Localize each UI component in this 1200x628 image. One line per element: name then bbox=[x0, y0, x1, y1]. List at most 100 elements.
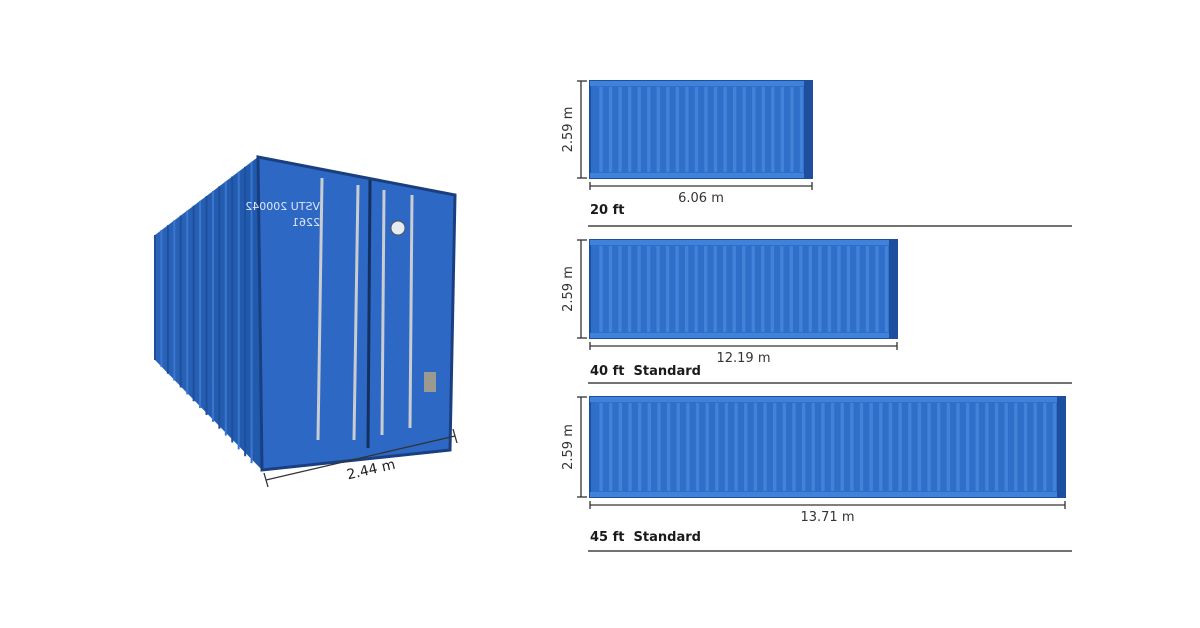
locking-bar bbox=[380, 189, 386, 436]
corrugation bbox=[732, 246, 736, 332]
corrugation bbox=[771, 87, 775, 172]
corrugation bbox=[753, 403, 758, 491]
corrugation bbox=[956, 403, 960, 491]
length-label: 13.71 m bbox=[800, 510, 854, 525]
door-emblem bbox=[390, 220, 406, 236]
corrugation bbox=[773, 403, 777, 491]
corrugation bbox=[761, 87, 765, 172]
corrugation bbox=[627, 87, 632, 172]
top-rail bbox=[590, 240, 897, 245]
container-body bbox=[589, 80, 813, 179]
corrugation bbox=[811, 403, 815, 491]
corrugation bbox=[608, 87, 613, 172]
corrugation bbox=[599, 87, 603, 172]
corrugation bbox=[898, 403, 902, 491]
corrugation bbox=[723, 87, 727, 172]
corrugation bbox=[869, 403, 873, 491]
corrugation bbox=[744, 403, 748, 491]
corrugation bbox=[694, 87, 699, 172]
corrugation bbox=[647, 403, 651, 491]
corrugation bbox=[799, 246, 803, 332]
container-body bbox=[589, 396, 1066, 498]
corrugation bbox=[856, 246, 860, 332]
corrugation bbox=[694, 246, 698, 332]
corrugation bbox=[684, 246, 689, 332]
corrugation bbox=[1023, 403, 1028, 491]
corrugation bbox=[675, 87, 680, 172]
corrugation bbox=[657, 403, 661, 491]
container-size-title: 45 ft Standard bbox=[590, 530, 701, 545]
locking-bar bbox=[316, 177, 324, 441]
bottom-rail bbox=[590, 333, 897, 338]
corrugation bbox=[985, 403, 989, 491]
corrugation bbox=[656, 246, 660, 332]
container-elevation: 2.59 m6.06 m20 ft bbox=[561, 80, 1072, 227]
corrugation bbox=[628, 403, 632, 491]
corrugation bbox=[751, 246, 755, 332]
corrugation bbox=[830, 403, 835, 491]
corrugation bbox=[780, 87, 785, 172]
door-marking: VSTU 200042 bbox=[245, 200, 320, 213]
top-rail bbox=[590, 81, 812, 86]
corrugation bbox=[846, 246, 851, 332]
corrugation bbox=[618, 87, 622, 172]
container-size-title: 20 ft bbox=[590, 203, 625, 218]
corrugation bbox=[666, 403, 671, 491]
corrugation bbox=[752, 87, 756, 172]
corrugation bbox=[946, 403, 951, 491]
corrugation bbox=[840, 403, 844, 491]
bottom-rail bbox=[590, 173, 812, 178]
corrugation bbox=[1004, 403, 1008, 491]
corrugation bbox=[656, 87, 660, 172]
corrugation bbox=[808, 246, 813, 332]
container-elevation: 2.59 m13.71 m45 ft Standard bbox=[561, 396, 1072, 552]
locking-bar bbox=[408, 194, 414, 429]
height-label: 2.59 m bbox=[561, 266, 576, 312]
corrugation bbox=[609, 403, 613, 491]
corrugation bbox=[627, 246, 632, 332]
corrugation bbox=[975, 403, 979, 491]
corrugation bbox=[637, 403, 642, 491]
end-frame bbox=[889, 240, 897, 338]
corrugation bbox=[792, 403, 796, 491]
corrugation bbox=[704, 87, 708, 172]
corrugation bbox=[647, 87, 651, 172]
corrugation bbox=[618, 403, 623, 491]
bottom-rail bbox=[590, 492, 1065, 497]
corrugation bbox=[705, 403, 709, 491]
container-size-title: 40 ft Standard bbox=[590, 364, 701, 379]
corrugation bbox=[801, 403, 806, 491]
corrugation bbox=[665, 246, 670, 332]
corrugation bbox=[818, 246, 822, 332]
corrugation bbox=[780, 246, 784, 332]
corrugation bbox=[789, 246, 793, 332]
corrugation bbox=[927, 403, 931, 491]
corrugation bbox=[850, 403, 854, 491]
corrugation bbox=[713, 246, 717, 332]
corrugation bbox=[685, 87, 689, 172]
corrugation bbox=[827, 246, 832, 332]
corrugation bbox=[859, 403, 864, 491]
door-seam bbox=[366, 179, 372, 449]
corrugation bbox=[770, 246, 774, 332]
corrugation bbox=[599, 246, 603, 332]
corrugation bbox=[666, 87, 670, 172]
top-rail bbox=[590, 397, 1065, 402]
corrugation bbox=[715, 403, 719, 491]
length-label: 12.19 m bbox=[716, 351, 770, 366]
corrugation bbox=[646, 246, 651, 332]
corrugation bbox=[917, 403, 922, 491]
corrugation bbox=[763, 403, 767, 491]
corrugation bbox=[821, 403, 825, 491]
corrugation bbox=[734, 403, 738, 491]
corrugation bbox=[686, 403, 690, 491]
corrugation bbox=[799, 87, 804, 172]
corrugation bbox=[618, 246, 622, 332]
corrugation bbox=[884, 246, 889, 332]
corrugation bbox=[742, 87, 746, 172]
corrugation bbox=[637, 87, 641, 172]
corrugation bbox=[675, 246, 679, 332]
corrugation bbox=[704, 246, 708, 332]
corrugation bbox=[676, 403, 680, 491]
